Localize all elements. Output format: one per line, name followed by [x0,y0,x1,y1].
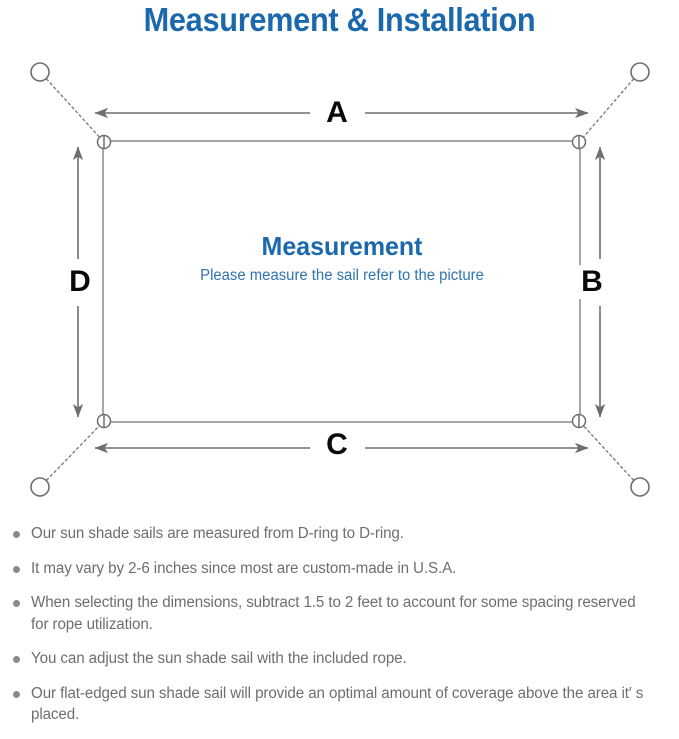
anchor-circle-top-left [30,62,50,82]
anchor-circles [30,62,650,497]
list-item: Our sun shade sails are measured from D-… [0,523,679,545]
rope-top-right [579,74,638,142]
list-item: You can adjust the sun shade sail with t… [0,648,679,670]
rope-bottom-right [579,421,638,485]
notes-list: Our sun shade sails are measured from D-… [0,523,679,739]
list-item: Our flat-edged sun shade sail will provi… [0,683,679,726]
dimension-label-B: B [574,265,610,299]
list-item-text: Our sun shade sails are measured from D-… [31,525,404,542]
bullet-dot-icon [13,531,20,538]
list-item-text: You can adjust the sun shade sail with t… [31,650,407,667]
rope-top-left [42,74,104,142]
list-item: It may vary by 2-6 inches since most are… [0,558,679,580]
bullet-dot-icon [13,690,20,698]
list-item-text: Our flat-edged sun shade sail will provi… [31,684,644,724]
bullet-dot-icon [13,565,20,573]
dimension-label-D: D [62,265,98,299]
list-item-text: When selecting the dimensions, subtract … [31,594,636,633]
page-title: Measurement & Installation [143,1,536,38]
anchor-circle-bottom-left [30,477,50,497]
rope-bottom-left [42,421,104,485]
rope-lines [42,74,638,485]
anchor-circle-bottom-right [630,477,650,497]
list-item: When selecting the dimensions, subtract … [0,592,679,635]
d-ring-bars [103,135,580,428]
sail-rectangle [102,140,581,423]
bullet-dot-icon [13,656,20,663]
sail-diagram [30,62,650,497]
dimension-label-C: C [316,428,358,462]
bullet-dot-icon [13,600,20,607]
anchor-circle-top-right [630,62,650,82]
list-item-text: It may vary by 2-6 inches since most are… [31,559,457,577]
dimension-label-A: A [316,96,358,130]
